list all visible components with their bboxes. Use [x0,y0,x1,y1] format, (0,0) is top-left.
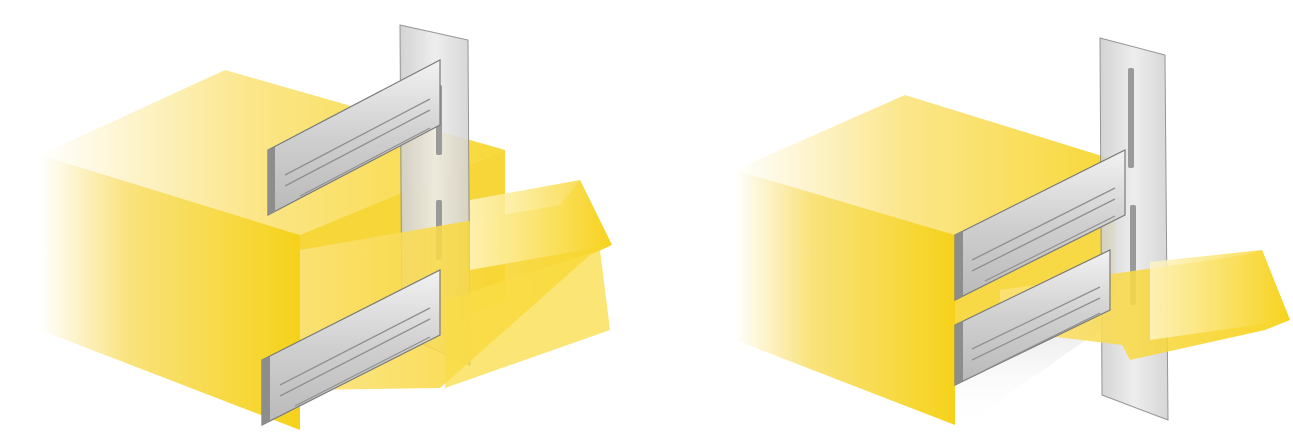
diagram-right-closed-louvers [735,38,1290,432]
panel-slot-right-1 [1128,68,1134,168]
diagram-left-open-louvers [40,25,612,430]
